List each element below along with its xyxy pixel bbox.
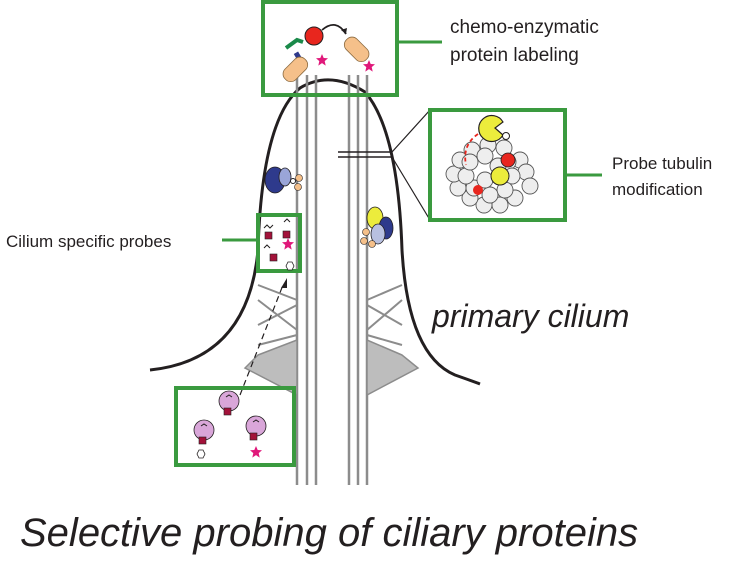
yellow-sphere-icon (464, 114, 510, 166)
chemo-labeling-box (261, 0, 399, 97)
probe-label-line-2: modification (612, 180, 703, 199)
yellow-protein-complex (360, 206, 394, 248)
figure-title: Selective probing of ciliary proteins (20, 511, 639, 555)
navy-protein-complex (264, 166, 303, 194)
primary-cilium-label: primary cilium (432, 298, 630, 334)
lavender-probes (193, 390, 267, 459)
cilium-probes-box (256, 213, 302, 273)
axoneme-right (347, 75, 369, 485)
probe-glyphs-small (263, 218, 295, 271)
tubulin-probe-box (428, 108, 567, 222)
probe-tubulin-label: Probe tubulin modification (612, 151, 712, 203)
chemo-labeling-label: chemo-enzymatic protein labeling (450, 14, 599, 70)
chemo-label-line-1: chemo-enzymatic (450, 17, 599, 38)
chemo-enzymatic-glyphs (282, 24, 375, 83)
probes-reservoir-box (174, 386, 296, 467)
cilium-specific-probes-label: Cilium specific probes (6, 232, 172, 251)
basal-wedge-left (243, 338, 298, 397)
basal-wedge-right (366, 338, 420, 397)
microtubule-beads (445, 136, 539, 214)
cilium-membrane (149, 78, 481, 386)
transition-fibers-right (366, 284, 403, 346)
chemo-label-line-2: protein labeling (450, 45, 579, 66)
transition-fibers-left (257, 284, 298, 346)
probe-label-line-1: Probe tubulin (612, 154, 713, 173)
axoneme-left (295, 75, 318, 485)
